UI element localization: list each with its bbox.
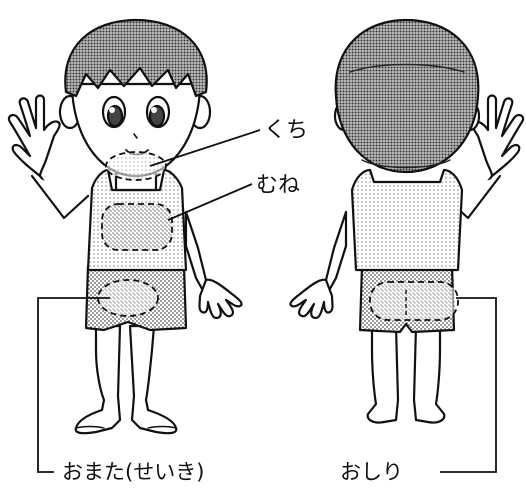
- label-genital: おまた(せいき): [62, 460, 205, 484]
- front-legs: [74, 324, 178, 435]
- front-hair: [64, 18, 208, 98]
- back-left-arm: [289, 210, 348, 320]
- front-eyes: [101, 95, 171, 129]
- child-back-figure: [289, 18, 525, 424]
- leader-buttocks: [440, 297, 497, 473]
- front-private-zones: [97, 151, 173, 317]
- zone-chest-outline: [101, 203, 173, 251]
- back-head: [334, 18, 480, 174]
- back-legs: [366, 324, 446, 424]
- label-buttocks: おしり: [340, 460, 403, 484]
- zone-genital-outline: [97, 279, 159, 317]
- zone-mouth-outline: [105, 151, 167, 181]
- label-chest: むね: [256, 173, 301, 198]
- front-left-arm: [7, 94, 90, 220]
- zone-buttocks-outline: [369, 281, 459, 321]
- front-right-arm: [184, 210, 243, 320]
- leader-lines: [37, 129, 497, 473]
- label-mouth: くち: [264, 118, 309, 143]
- leader-genital: [37, 297, 110, 473]
- leader-mouth: [149, 129, 261, 167]
- leader-chest: [167, 183, 253, 221]
- back-tank-top: [350, 168, 464, 272]
